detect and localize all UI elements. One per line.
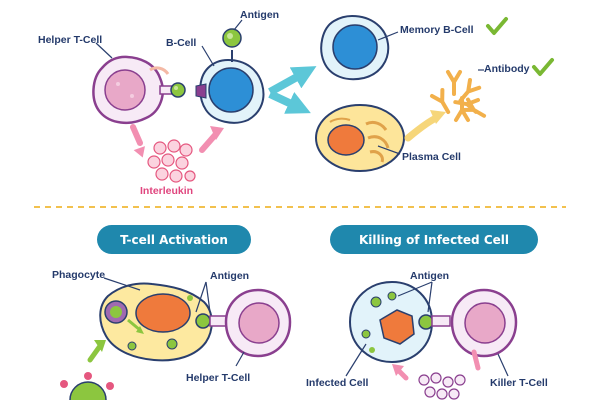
label-plasma-cell: Plasma Cell <box>402 151 461 163</box>
infected-cell <box>345 280 434 377</box>
cytotoxin-cluster <box>392 349 481 400</box>
label-helper-t-cell: Helper T-Cell <box>38 34 102 46</box>
label-phagocyte: Phagocyte <box>52 269 105 281</box>
checkmark-icon <box>486 17 508 35</box>
antigen-icon <box>418 314 434 330</box>
memory-b-cell <box>320 14 399 81</box>
differentiation-arrow <box>268 66 317 114</box>
label-antigen-left: Antigen <box>210 270 249 282</box>
label-antibody: Antibody <box>484 63 530 75</box>
plasma-cell <box>315 104 405 172</box>
killing-infected-cell-title-bg <box>330 225 538 254</box>
label-killer-t-cell: Killer T-Cell <box>490 377 548 389</box>
leader-line <box>205 281 211 313</box>
checkmark-icon <box>532 58 554 76</box>
secretion-arrow <box>404 110 446 142</box>
label-interleukin: Interleukin <box>140 185 193 197</box>
killer-t-cell <box>431 288 518 377</box>
leader-line <box>95 42 113 59</box>
antibody-cluster <box>430 69 487 122</box>
label-b-cell: B-Cell <box>166 37 196 49</box>
interleukin-cluster <box>130 124 224 183</box>
t-cell-activation-title: T-cell Activation <box>120 233 228 247</box>
antigen-icon <box>195 313 211 329</box>
label-infected-cell: Infected Cell <box>306 377 369 389</box>
antigen-icon <box>222 19 243 62</box>
helper-t-cell-top <box>92 55 164 125</box>
label-antigen-top: Antigen <box>240 9 279 21</box>
label-antigen-right: Antigen <box>410 270 449 282</box>
leader-line <box>195 281 207 313</box>
killing-infected-cell-title: Killing of Infected Cell <box>359 233 509 247</box>
b-cell <box>195 58 265 124</box>
leader-line <box>201 45 215 67</box>
phagocyte <box>99 277 213 362</box>
leader-line <box>397 281 433 297</box>
leader-line <box>427 281 433 313</box>
antigen-icon <box>170 82 186 98</box>
t-cell-activation-title-bg <box>97 225 251 254</box>
label-helper-t-cell-bottom: Helper T-Cell <box>186 372 250 384</box>
virus-entry <box>60 340 114 400</box>
helper-t-cell-bottom <box>209 288 292 367</box>
label-memory-b-cell: Memory B-Cell <box>400 24 474 36</box>
